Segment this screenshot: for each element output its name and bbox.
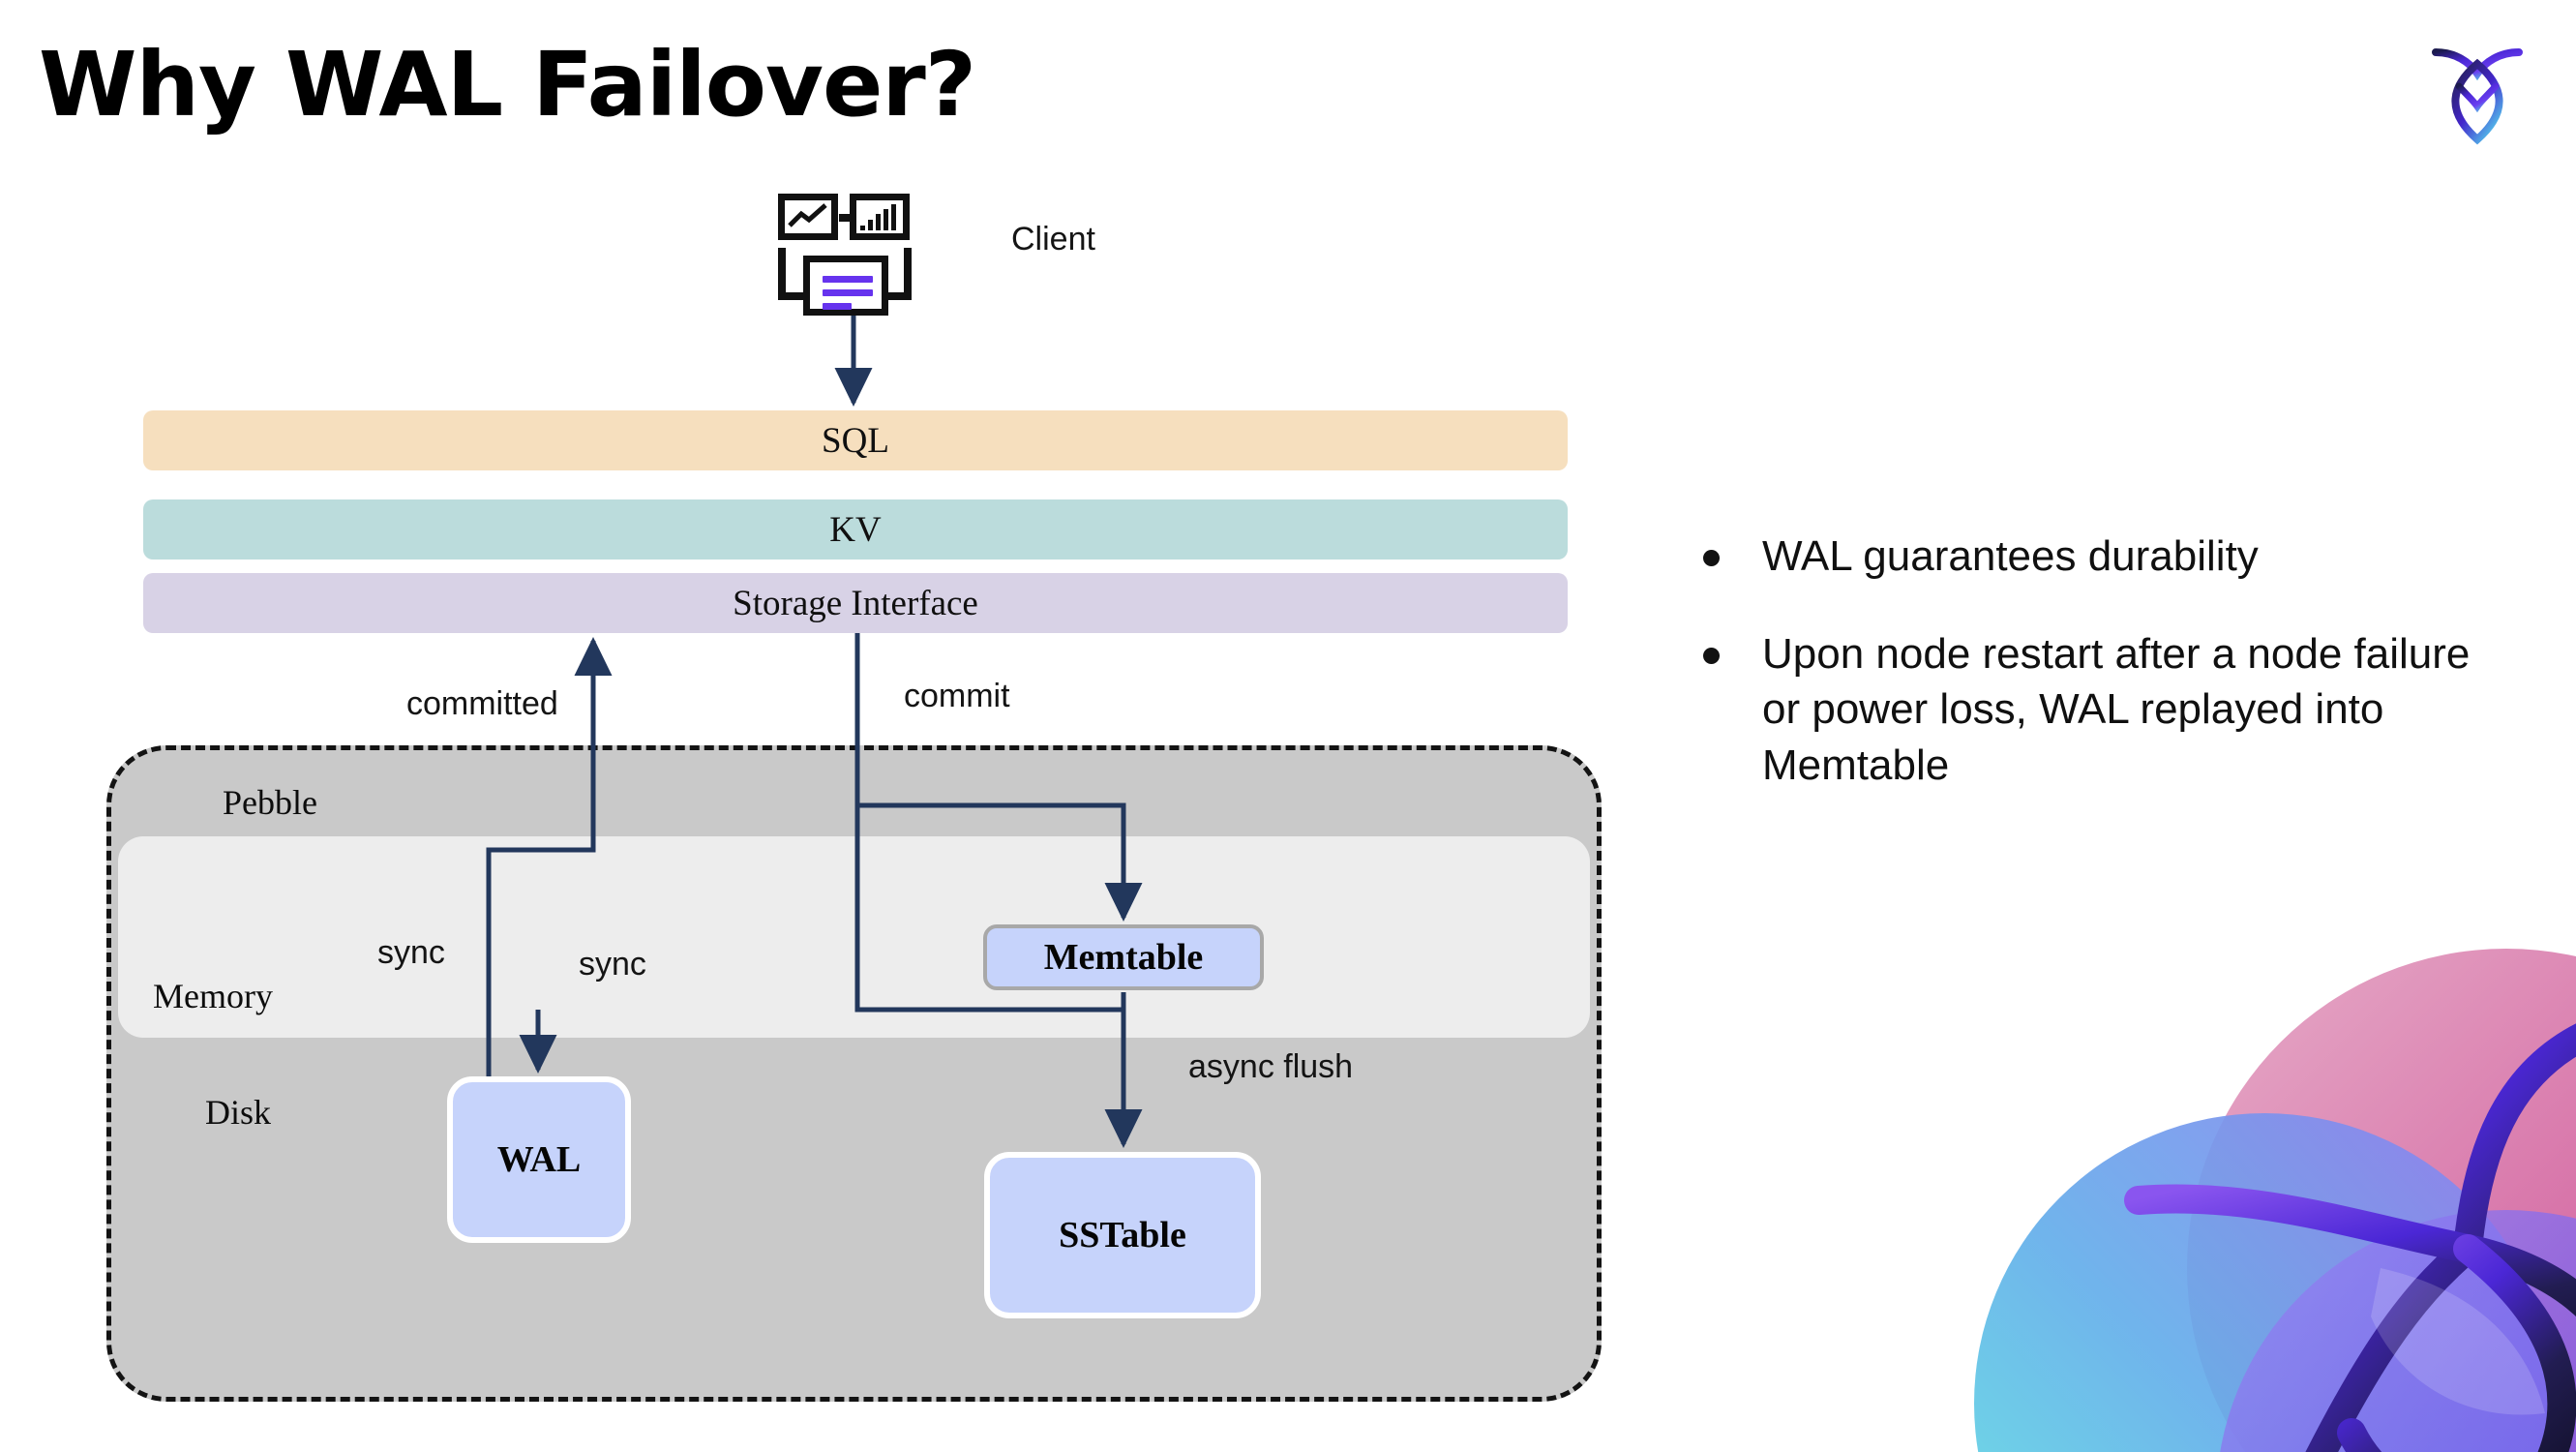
- disk-label: Disk: [205, 1093, 272, 1132]
- node-wal: WAL: [447, 1076, 631, 1243]
- bracket-left-icon: [778, 248, 807, 300]
- memory-label: Memory: [153, 977, 273, 1015]
- layer-bar-sql-label: SQL: [822, 420, 889, 461]
- list-item: Upon node restart after a node failure o…: [1703, 626, 2516, 793]
- dash-separator-icon: [839, 214, 850, 222]
- pebble-label: Pebble: [223, 783, 317, 822]
- layer-bar-kv: KV: [143, 499, 1568, 560]
- client-label: Client: [1011, 221, 1095, 257]
- line-chart-icon: [778, 194, 838, 240]
- layer-bar-storage-interface: Storage Interface: [143, 573, 1568, 633]
- layer-bar-kv-label: KV: [829, 509, 882, 550]
- node-memtable: Memtable: [983, 924, 1264, 990]
- cockroachdb-logo-icon: [2419, 35, 2535, 157]
- edge-label-sync-right: sync: [579, 946, 646, 983]
- edge-label-commit: commit: [904, 678, 1010, 714]
- node-wal-label: WAL: [496, 1139, 582, 1180]
- page-title: Why WAL Failover?: [39, 33, 976, 136]
- document-window-icon: [803, 256, 888, 316]
- layer-bar-storage-interface-label: Storage Interface: [733, 583, 978, 623]
- cockroachdb-gradient-graphic: [1964, 910, 2576, 1452]
- bullet-dot-icon: [1703, 550, 1720, 566]
- edge-label-async-flush: async flush: [1188, 1048, 1354, 1085]
- bracket-right-icon: [883, 248, 912, 300]
- edge-label-committed: committed: [406, 685, 558, 722]
- client-monitor-icon: [774, 194, 929, 316]
- edge-label-sync-left: sync: [377, 934, 445, 971]
- bullet-list: WAL guarantees durability Upon node rest…: [1703, 529, 2516, 835]
- bullet-text: WAL guarantees durability: [1762, 532, 2259, 580]
- list-item: WAL guarantees durability: [1703, 529, 2516, 584]
- node-sstable: SSTable: [984, 1152, 1261, 1318]
- layer-bar-sql: SQL: [143, 410, 1568, 470]
- bar-chart-icon: [850, 194, 910, 240]
- memory-region: [118, 836, 1590, 1038]
- node-sstable-label: SSTable: [1059, 1215, 1186, 1255]
- bullet-text: Upon node restart after a node failure o…: [1762, 630, 2471, 789]
- bullet-dot-icon: [1703, 648, 1720, 665]
- node-memtable-label: Memtable: [1043, 937, 1204, 978]
